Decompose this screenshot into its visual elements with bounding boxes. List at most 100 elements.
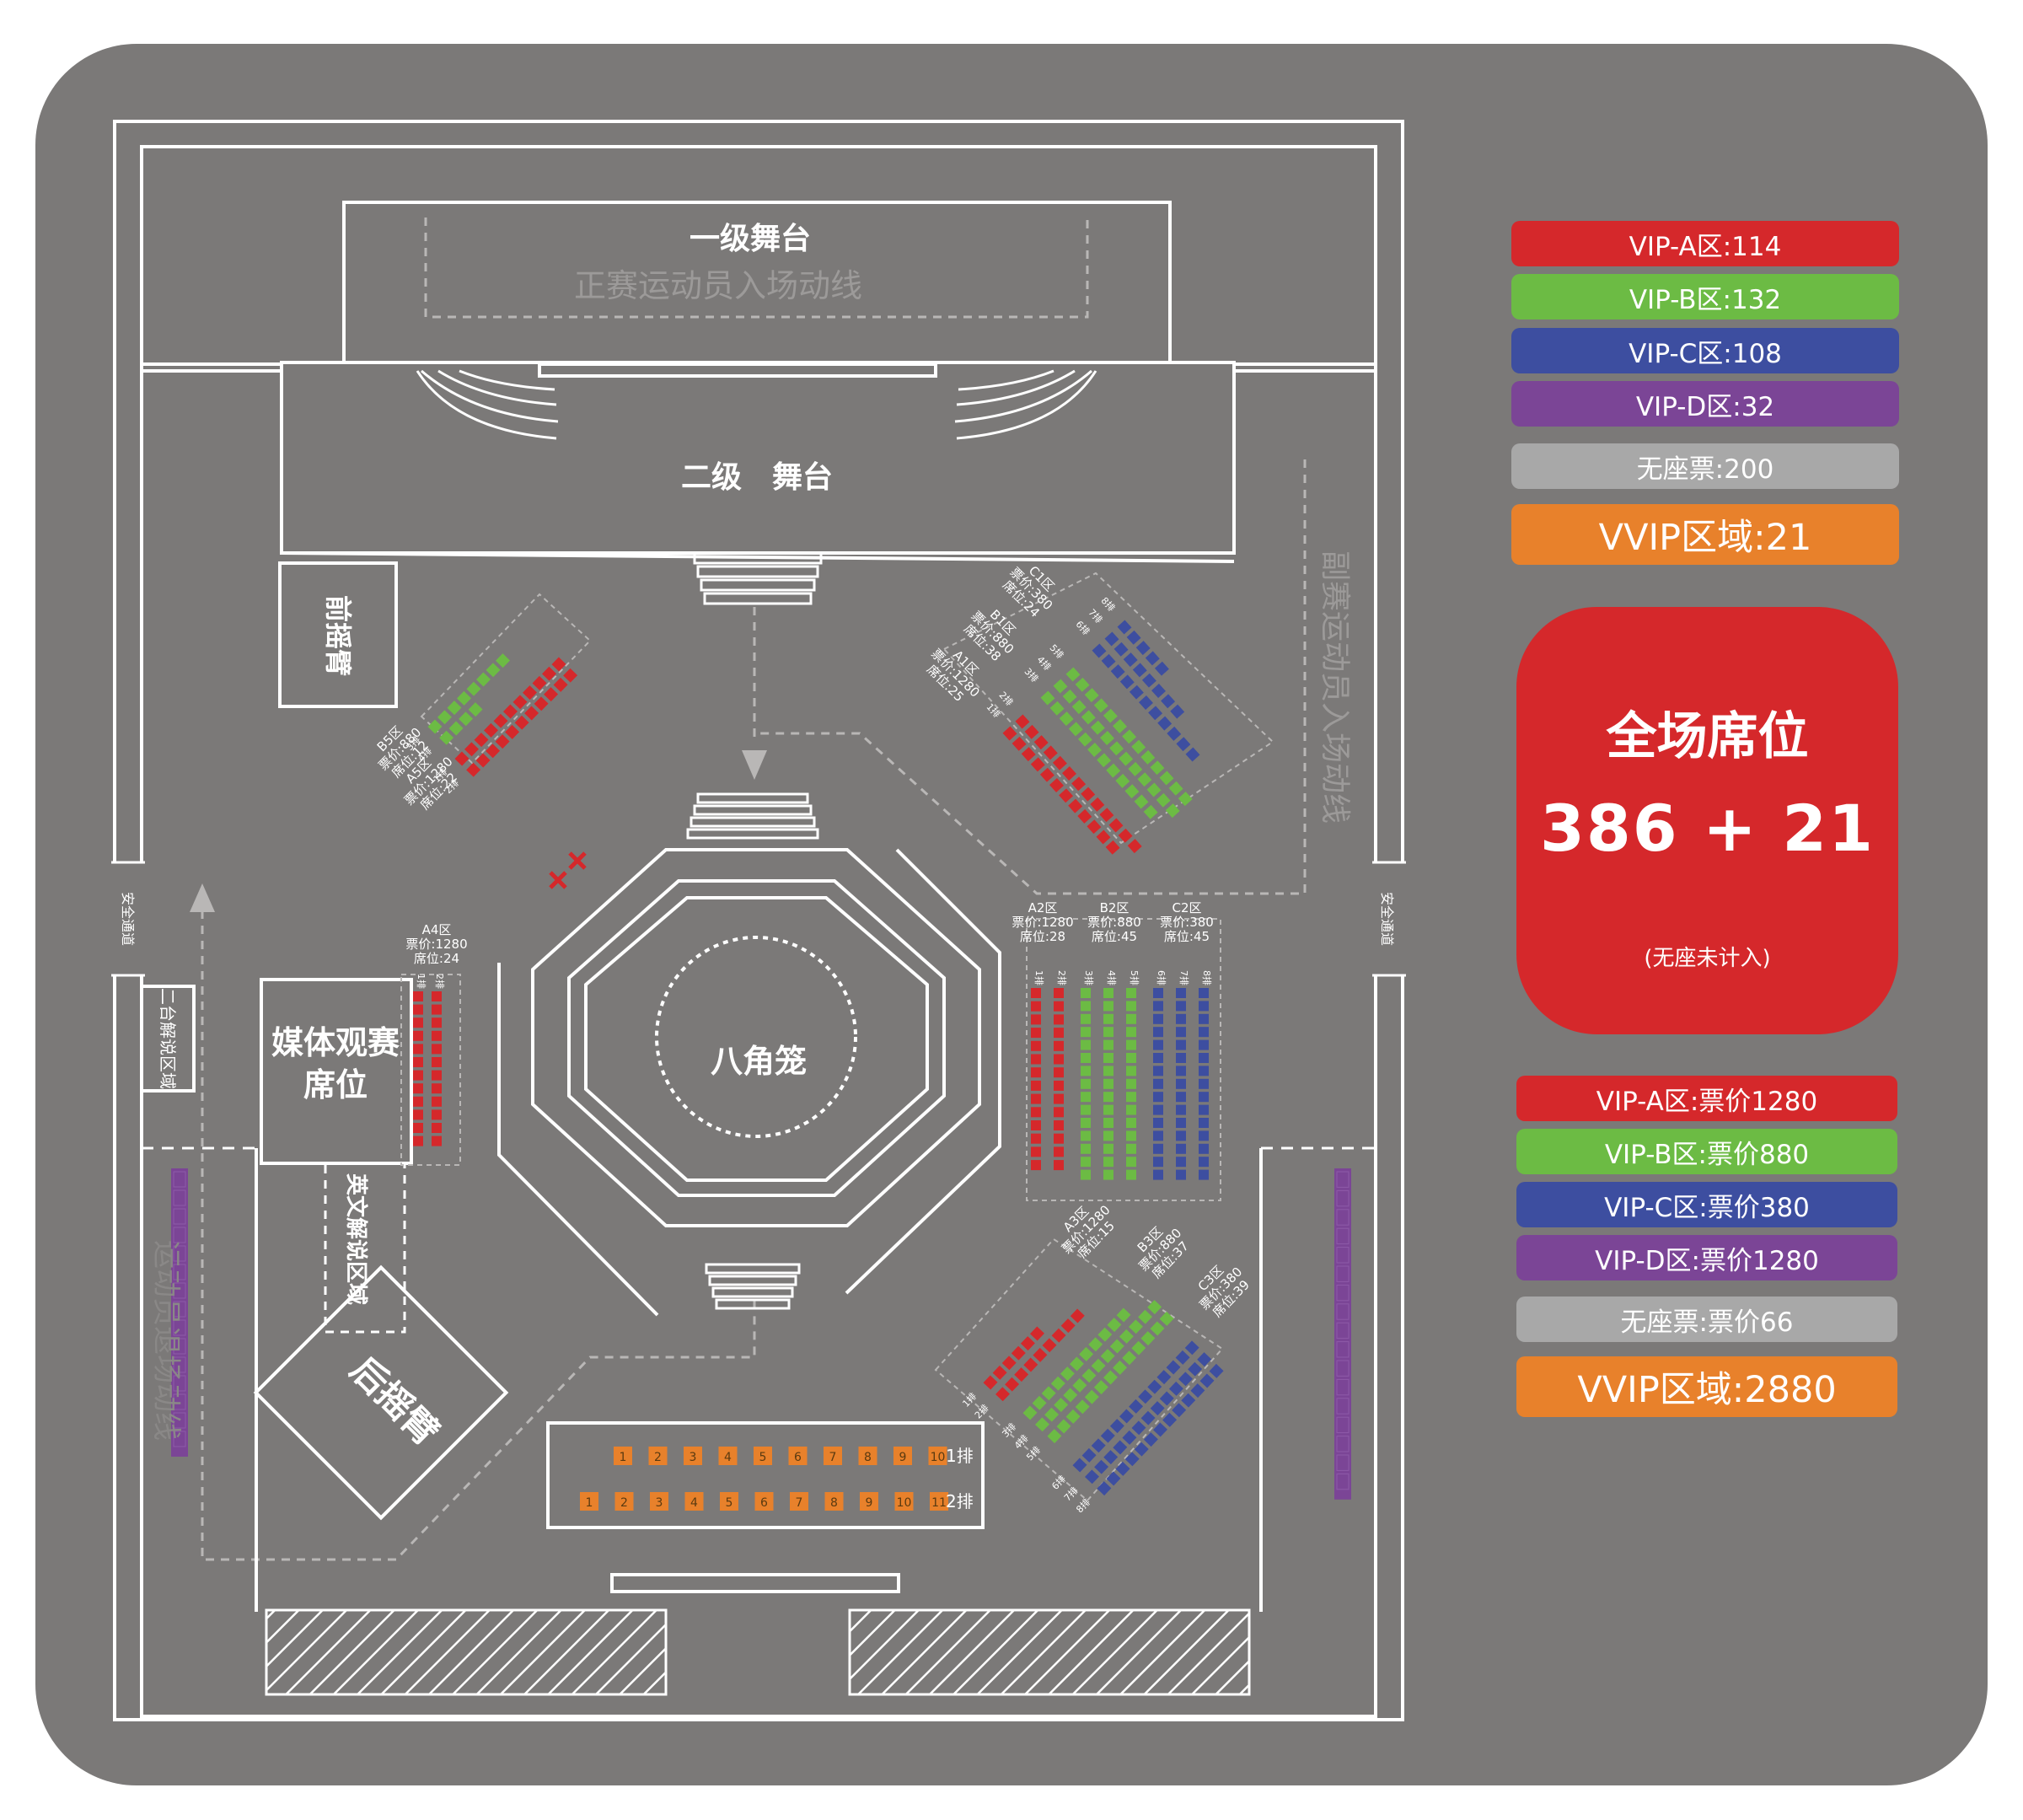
seat[interactable] xyxy=(432,1109,442,1120)
seat[interactable] xyxy=(1126,1104,1136,1115)
seat[interactable] xyxy=(1126,1066,1136,1076)
seat[interactable] xyxy=(432,1135,442,1146)
seat[interactable] xyxy=(1336,1171,1350,1188)
seat[interactable] xyxy=(1103,1169,1113,1180)
seat[interactable] xyxy=(439,730,454,745)
seat[interactable] xyxy=(1110,664,1125,679)
seat[interactable] xyxy=(1088,1337,1103,1352)
seat[interactable] xyxy=(1035,1417,1049,1432)
seat[interactable] xyxy=(173,1375,186,1392)
seat[interactable] xyxy=(1176,1001,1186,1012)
vvip-seat[interactable] xyxy=(720,1492,738,1511)
seat[interactable] xyxy=(1176,1130,1186,1141)
seat[interactable] xyxy=(1059,711,1074,727)
seat[interactable] xyxy=(1148,706,1163,721)
seat[interactable] xyxy=(173,1431,186,1447)
seat[interactable] xyxy=(1103,1130,1113,1141)
seat[interactable] xyxy=(468,702,483,717)
seat[interactable] xyxy=(1199,1169,1209,1180)
seat[interactable] xyxy=(1159,1311,1174,1326)
seat[interactable] xyxy=(1126,1130,1136,1141)
seat[interactable] xyxy=(1126,630,1141,645)
seat[interactable] xyxy=(995,1387,1010,1402)
vvip-seat[interactable] xyxy=(650,1492,668,1511)
seat[interactable] xyxy=(1167,726,1182,741)
seat[interactable] xyxy=(413,991,423,1001)
seat[interactable] xyxy=(1099,808,1114,823)
seat[interactable] xyxy=(1039,767,1054,782)
seat[interactable] xyxy=(1153,1001,1163,1012)
vvip-seat[interactable] xyxy=(894,1492,914,1511)
seat[interactable] xyxy=(1126,1027,1136,1038)
seat[interactable] xyxy=(1063,1388,1078,1403)
seat[interactable] xyxy=(1060,1318,1076,1334)
seat[interactable] xyxy=(1175,1350,1190,1365)
seat[interactable] xyxy=(1031,1028,1041,1039)
seat[interactable] xyxy=(413,1044,423,1055)
seat[interactable] xyxy=(1031,1107,1041,1118)
seat[interactable] xyxy=(1126,1143,1136,1154)
seat[interactable] xyxy=(1094,1459,1109,1474)
seat[interactable] xyxy=(505,724,520,739)
seat[interactable] xyxy=(1153,1027,1163,1038)
seat[interactable] xyxy=(1081,1118,1091,1128)
seat[interactable] xyxy=(1103,1078,1113,1089)
seat[interactable] xyxy=(1336,1265,1350,1282)
seat[interactable] xyxy=(1081,1169,1091,1180)
vvip-seat[interactable] xyxy=(684,1492,704,1511)
seat[interactable] xyxy=(1032,1395,1047,1410)
vvip-seat[interactable] xyxy=(824,1492,844,1511)
seat[interactable] xyxy=(534,696,549,711)
seat[interactable] xyxy=(1336,1416,1350,1434)
seat[interactable] xyxy=(1129,685,1144,700)
seat[interactable] xyxy=(1153,1143,1163,1154)
seat[interactable] xyxy=(432,1044,442,1055)
seat[interactable] xyxy=(1336,1209,1350,1226)
seat[interactable] xyxy=(1014,1367,1029,1382)
seat[interactable] xyxy=(1176,1169,1186,1180)
seat[interactable] xyxy=(1132,663,1147,678)
seat[interactable] xyxy=(1336,1360,1350,1377)
seat[interactable] xyxy=(1336,1189,1350,1207)
seat[interactable] xyxy=(495,734,510,749)
seat[interactable] xyxy=(1147,1379,1162,1394)
seat[interactable] xyxy=(1336,1303,1350,1320)
seat[interactable] xyxy=(1031,1133,1041,1144)
seat[interactable] xyxy=(1103,1143,1113,1154)
seat[interactable] xyxy=(1040,690,1055,706)
seat[interactable] xyxy=(1075,1399,1090,1415)
seat[interactable] xyxy=(1126,988,1136,998)
seat[interactable] xyxy=(1176,1157,1186,1168)
seat[interactable] xyxy=(1176,1143,1186,1154)
seat[interactable] xyxy=(459,711,474,727)
seat[interactable] xyxy=(1113,1440,1128,1455)
seat[interactable] xyxy=(1199,1053,1209,1063)
seat[interactable] xyxy=(1146,782,1162,797)
seat[interactable] xyxy=(1199,1039,1209,1050)
seat[interactable] xyxy=(1135,641,1151,656)
seat[interactable] xyxy=(1015,714,1030,729)
seat[interactable] xyxy=(1033,1347,1048,1362)
seat[interactable] xyxy=(1153,1118,1163,1128)
seat[interactable] xyxy=(1109,741,1124,756)
seat[interactable] xyxy=(544,687,559,702)
seat[interactable] xyxy=(1159,1391,1174,1406)
seat[interactable] xyxy=(1199,1027,1209,1038)
seat[interactable] xyxy=(1199,1157,1209,1168)
seat[interactable] xyxy=(1081,1447,1097,1463)
seat[interactable] xyxy=(1126,1169,1136,1180)
vvip-seat[interactable] xyxy=(754,1492,774,1511)
seat[interactable] xyxy=(1031,1040,1041,1051)
vvip-seat[interactable] xyxy=(858,1447,877,1465)
seat[interactable] xyxy=(1081,1104,1091,1115)
seat[interactable] xyxy=(523,685,537,701)
seat[interactable] xyxy=(1097,1327,1113,1342)
seat[interactable] xyxy=(1153,1169,1163,1180)
seat[interactable] xyxy=(563,668,578,683)
seat[interactable] xyxy=(1151,684,1166,698)
seat[interactable] xyxy=(448,721,464,736)
seat[interactable] xyxy=(1138,1309,1153,1324)
seat[interactable] xyxy=(1176,1027,1186,1038)
seat[interactable] xyxy=(1081,1368,1097,1383)
seat[interactable] xyxy=(1054,1014,1064,1025)
